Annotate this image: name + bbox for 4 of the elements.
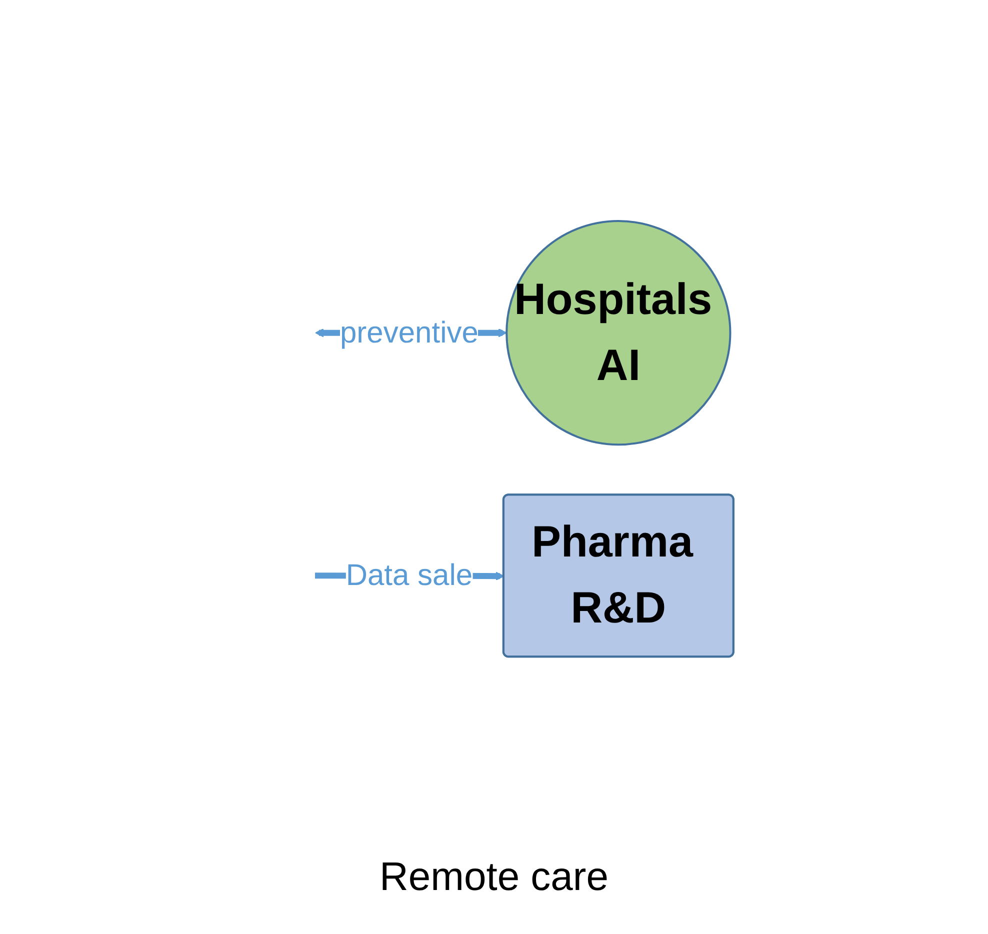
note-text: Remote care <box>380 854 608 900</box>
node-circle: Hospitals AI <box>505 220 732 446</box>
edge-label: preventive <box>340 316 478 349</box>
edge-label: Data sale <box>346 558 472 592</box>
